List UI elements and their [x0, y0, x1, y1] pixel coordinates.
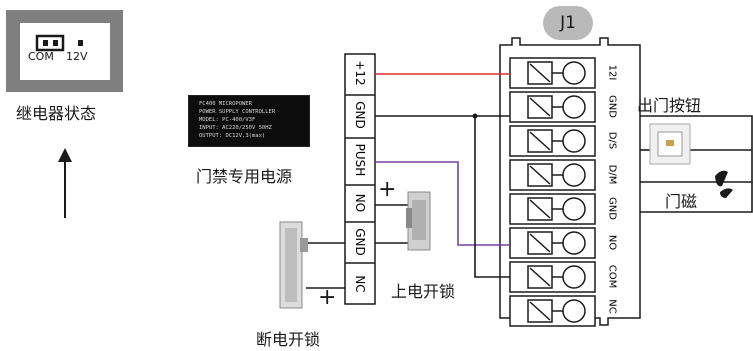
relay-com-label: COM	[28, 50, 54, 63]
power-on-unlock-label: 上电开锁	[391, 282, 456, 301]
psu-line: POWER SUPPLY CONTROLLER	[199, 109, 276, 115]
door-magnet-label: 门磁	[665, 192, 698, 211]
j1-terminal-cell	[509, 91, 596, 123]
j1-terminal-cell	[509, 227, 596, 259]
wires	[306, 73, 753, 289]
psu-terminal-block	[344, 53, 376, 305]
power-supply-caption: 门禁专用电源	[196, 167, 293, 186]
psu-terminal-label: PUSH	[353, 143, 367, 177]
j1-pin-label: GND	[606, 95, 618, 118]
j1-pin-label: GND	[606, 197, 618, 220]
exit-button-icon	[649, 123, 691, 165]
relay-status-title: 继电器状态	[16, 104, 97, 123]
wire-push	[375, 161, 510, 246]
j1-pin-label: D/M	[606, 164, 618, 185]
relay-jumper-icon	[35, 34, 83, 52]
power-on-lock-icon	[406, 191, 431, 251]
psu-terminal-label: GND	[353, 228, 367, 256]
psu-terminal-label: NO	[353, 193, 367, 213]
j1-terminal-cell	[509, 261, 596, 293]
exit-button-label: 出门按钮	[637, 96, 702, 115]
j1-pin-label: D/S	[606, 131, 618, 150]
j1-pin-label: NC	[606, 299, 618, 314]
psu-line: MODEL: PC-400/V3F	[199, 117, 256, 123]
psu-terminal-label: NC	[353, 275, 367, 293]
psu-terminal-label: GND	[353, 101, 367, 129]
power-off-unlock-label: 断电开锁	[256, 330, 321, 349]
j1-terminal-cells	[509, 57, 596, 327]
door-magnet-icon	[715, 170, 733, 198]
psu-line: OUTPUT: DC12V,3(max)	[199, 133, 266, 139]
psu-line: FC400 MICROPOWER	[199, 101, 252, 107]
j1-terminal-cell	[509, 57, 596, 89]
psu-line: INPUT: AC220/250V 50HZ	[199, 125, 272, 131]
j1-terminal-cell	[509, 125, 596, 157]
up-arrow-icon	[58, 148, 72, 218]
j1-badge: J1	[543, 6, 593, 40]
j1-terminal-cell	[509, 295, 596, 327]
plus-sign: +	[318, 285, 337, 310]
wire-com	[474, 116, 510, 278]
j1-pin-label: COM	[606, 264, 618, 289]
j1-terminal-cell	[509, 159, 596, 191]
plus-sign: +	[378, 177, 397, 202]
j1-terminal-cell	[509, 193, 596, 225]
power-supply-image: FC400 MICROPOWER POWER SUPPLY CONTROLLER…	[188, 95, 310, 147]
power-off-lock-icon	[279, 221, 308, 309]
j1-pin-label: 12I	[606, 64, 618, 81]
psu-terminal-label: +12	[353, 60, 367, 86]
relay-status-box: COM 12V	[6, 10, 123, 92]
j1-pin-label: NO	[606, 234, 618, 251]
relay-12v-label: 12V	[66, 50, 88, 63]
